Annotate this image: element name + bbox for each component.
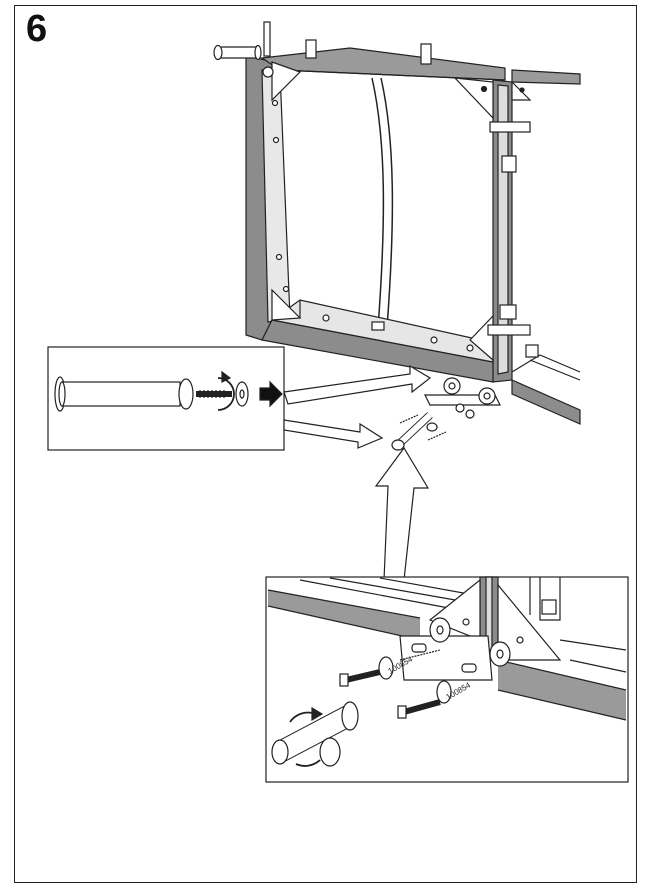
detail-zoom-box (265, 576, 629, 783)
inset-pointer-arrows (283, 364, 432, 449)
step-number: 6 (26, 8, 48, 50)
detail-pointer-arrow (374, 446, 430, 581)
inset-box-hardware (47, 346, 285, 451)
page-border (14, 5, 637, 883)
sofa-frame (213, 21, 581, 451)
